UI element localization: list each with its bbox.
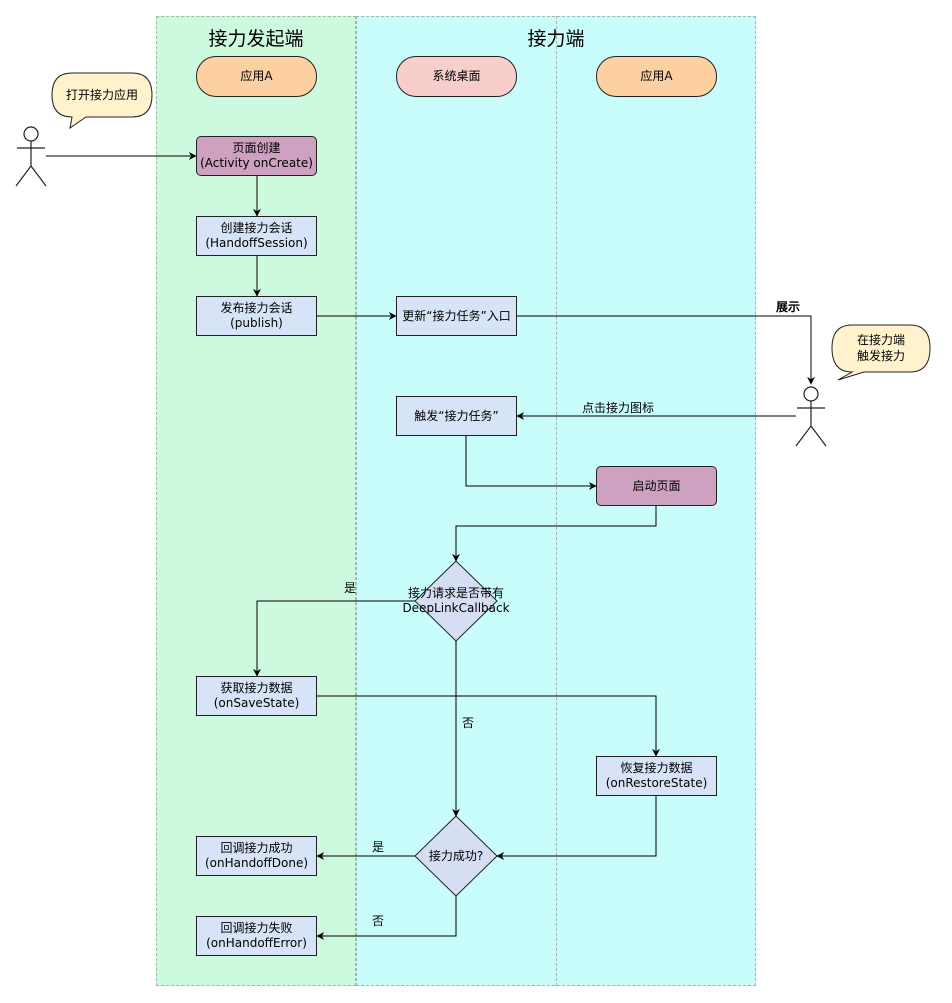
node-done-line1: 回调接力成功 [220,841,293,855]
bubble-trigger-line2: 触发接力 [856,349,905,363]
edge-label-yes-success: 是 [372,840,385,854]
node-get-data-line1: 获取接力数据 [220,681,293,695]
node-error[interactable]: 回调接力失败 (onHandoffError) [196,916,317,956]
bubble-open-app-text: 打开接力应用 [65,88,138,102]
node-create-session[interactable]: 创建接力会话 (HandoffSession) [196,216,317,256]
node-start-page[interactable]: 启动页面 [596,466,717,506]
node-publish-line2: (publish) [230,316,283,330]
edge-label-click-icon: 点击接力图标 [582,401,655,415]
edge-label-no-success: 否 [372,914,385,928]
node-publish[interactable]: 发布接力会话 (publish) [196,296,317,336]
edge-success-no-to-error [316,896,457,940]
node-create-session-line1: 创建接力会话 [220,221,293,235]
node-page-create[interactable]: 页面创建 (Activity onCreate) [196,136,317,176]
receiver-lane-title: 接力端 [527,28,585,50]
node-restore-data-line2: (onRestoreState) [605,776,708,790]
edge-restore-to-success [496,796,657,860]
node-error-line2: (onHandoffError) [206,936,307,950]
node-done-line2: (onHandoffDone) [204,856,309,870]
node-restore-data-line1: 恢复接力数据 [620,761,693,775]
node-publish-line1: 发布接力会话 [220,301,293,315]
bubble-open-app-shape [51,72,153,130]
initiator-lane-title: 接力发起端 [208,28,304,50]
edge-label-show: 展示 [776,300,801,314]
edge-start-to-decision [452,506,657,562]
edge-label-yes-callback: 是 [344,581,357,595]
actor-user-right [795,386,827,447]
node-error-line1: 回调接力失败 [220,921,293,935]
lane-initiator [156,16,356,986]
node-page-create-line1: 页面创建 [232,141,281,155]
actor-user-left [15,126,47,187]
node-update-entry[interactable]: 更新“接力任务”入口 [396,296,517,336]
node-has-callback-line2: DeepLinkCallback [402,601,510,615]
edge-update-to-actor [517,315,815,385]
edge-trigger-to-start [465,436,597,490]
node-page-create-line2: (Activity onCreate) [200,156,313,170]
node-restore-data[interactable]: 恢复接力数据 (onRestoreState) [596,756,717,796]
header-desktop[interactable]: 系统桌面 [396,56,517,97]
edge-label-no-callback: 否 [462,716,475,730]
node-success-check[interactable]: 接力成功? [428,848,484,863]
edge-get-to-restore [317,695,660,757]
node-has-callback[interactable]: 接力请求是否带有 DeepLinkCallback [400,586,512,616]
node-trigger-task[interactable]: 触发“接力任务” [396,396,517,436]
header-receiver-app[interactable]: 应用A [596,56,717,97]
node-create-session-line2: (HandoffSession) [205,236,308,250]
header-initiator-app[interactable]: 应用A [196,56,317,97]
bubble-trigger-text: 在接力端 触发接力 [832,332,930,364]
node-get-data[interactable]: 获取接力数据 (onSaveState) [196,676,317,716]
node-has-callback-line1: 接力请求是否带有 [407,586,504,600]
node-get-data-line2: (onSaveState) [213,696,300,710]
lane-receiver-divider [556,16,557,986]
edge-decision-yes-to-get [253,600,415,677]
bubble-trigger-line1: 在接力端 [856,333,905,347]
bubble-trigger-shape [831,324,931,381]
node-done[interactable]: 回调接力成功 (onHandoffDone) [196,836,317,876]
